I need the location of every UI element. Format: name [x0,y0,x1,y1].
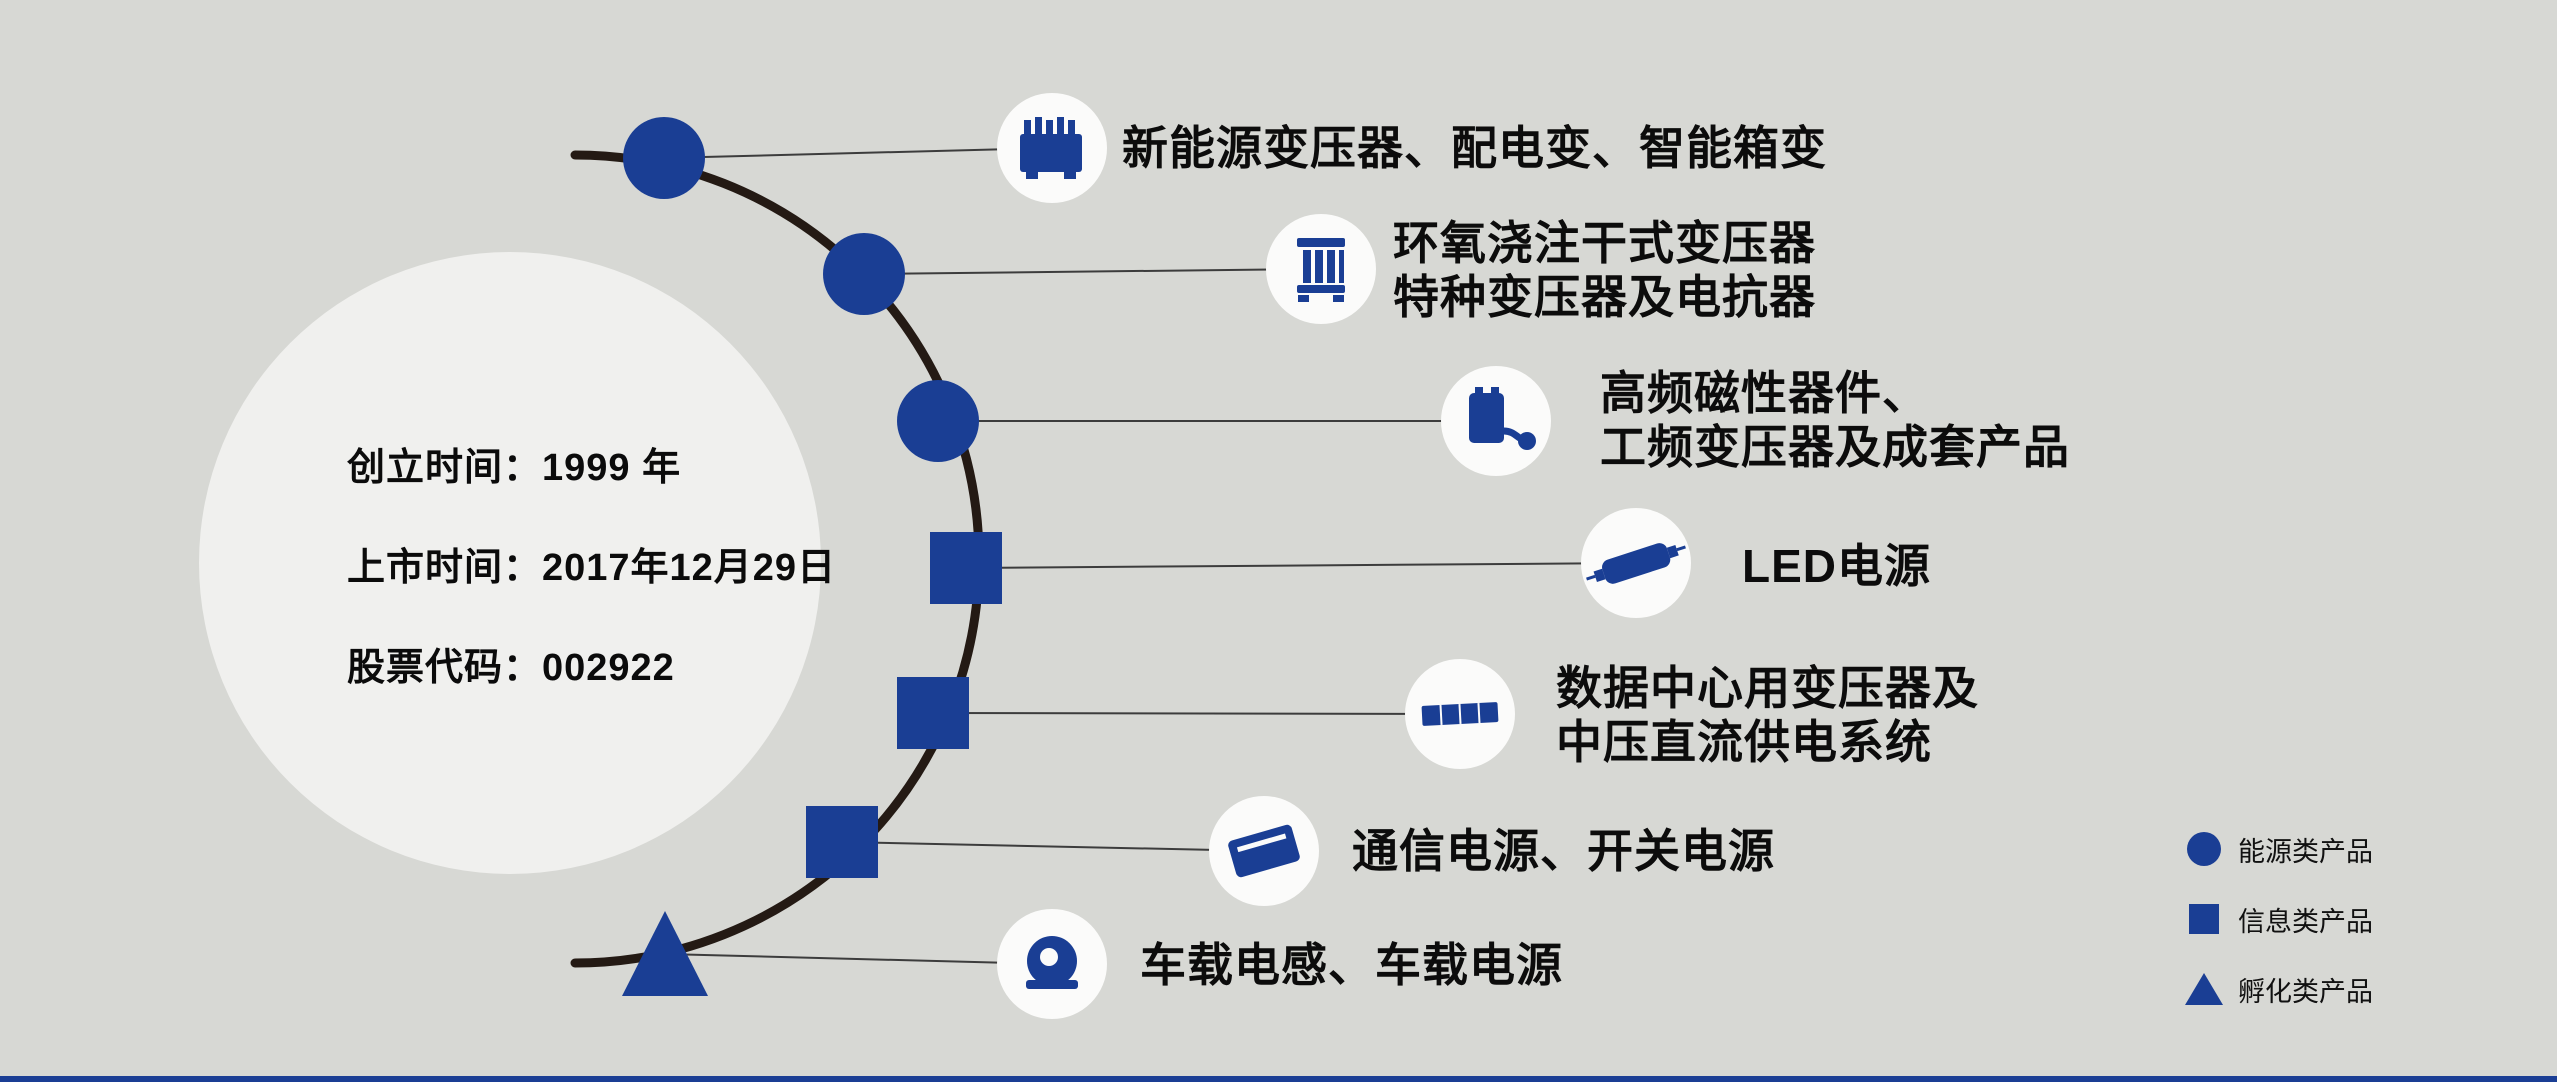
product-label-5: 数据中心用变压器及 中压直流供电系统 [1556,661,1979,769]
product-label-line: 环氧浇注干式变压器 [1393,217,1816,269]
legend: 能源类产品 信息类产品 孵化类产品 [2184,826,2373,1036]
product-label-7: 车载电感、车载电源 [1140,938,1563,992]
marker-energy-2 [823,233,905,315]
connector-line-6 [841,841,1265,852]
product-label-line: 特种变压器及电抗器 [1393,271,1816,323]
connector-line-5 [932,712,1461,715]
datacenter-power-icon [1421,702,1499,726]
legend-square-icon [2189,904,2219,934]
comm-power-icon [1228,824,1300,878]
product-label-2: 环氧浇注干式变压器 特种变压器及电抗器 [1393,216,1816,324]
marker-information-1 [930,532,1002,604]
connector-line-7 [664,953,1053,965]
marker-energy-3 [897,380,979,462]
connector-line-1 [663,147,1053,159]
product-label-line: 车载电感、车载电源 [1140,939,1563,991]
marker-information-3 [806,806,878,878]
marker-energy-1 [623,117,705,199]
product-label-3: 高频磁性器件、 工频变压器及成套产品 [1600,366,2070,474]
product-label-1: 新能源变压器、配电变、智能箱变 [1122,121,1827,175]
product-label-line: 工频变压器及成套产品 [1600,421,2070,473]
stock-code-text: 股票代码：002922 [347,647,675,689]
legend-label: 信息类产品 [2238,906,2373,937]
marker-incubation [622,911,708,996]
founded-date-text: 创立时间：1999 年 [347,447,682,489]
product-label-6: 通信电源、开关电源 [1352,824,1775,878]
led-driver-icon [1586,543,1686,584]
product-label-line: 新能源变压器、配电变、智能箱变 [1122,122,1827,174]
product-label-line: 通信电源、开关电源 [1352,825,1775,877]
legend-item-incubation: 孵化类产品 [2184,966,2373,1012]
legend-circle-icon [2187,832,2221,866]
legend-label: 能源类产品 [2238,836,2373,867]
legend-triangle-icon [2185,973,2223,1005]
magnetic-device-icon [1469,387,1536,450]
footer-stripe [0,1076,2557,1082]
product-label-line: 中压直流供电系统 [1556,716,1932,768]
product-label-line: 数据中心用变压器及 [1556,662,1979,714]
product-label-line: LED电源 [1742,540,1931,592]
legend-item-information: 信息类产品 [2184,896,2373,942]
connector-line-2 [863,268,1322,275]
company-info-circle: 创立时间：1999 年 上市时间：2017年12月29日 股票代码：002922 [199,252,835,874]
connector-line-4 [965,562,1637,569]
legend-item-energy: 能源类产品 [2184,826,2373,872]
marker-information-2 [897,677,969,749]
dry-transformer-icon [1297,238,1345,302]
vehicle-inductor-icon [1026,936,1078,989]
legend-label: 孵化类产品 [2238,976,2373,1007]
product-label-line: 高频磁性器件、 [1600,367,1929,419]
product-label-4: LED电源 [1742,539,1931,593]
listing-date-text: 上市时间：2017年12月29日 [347,547,837,589]
transformer-icon [1020,117,1082,179]
